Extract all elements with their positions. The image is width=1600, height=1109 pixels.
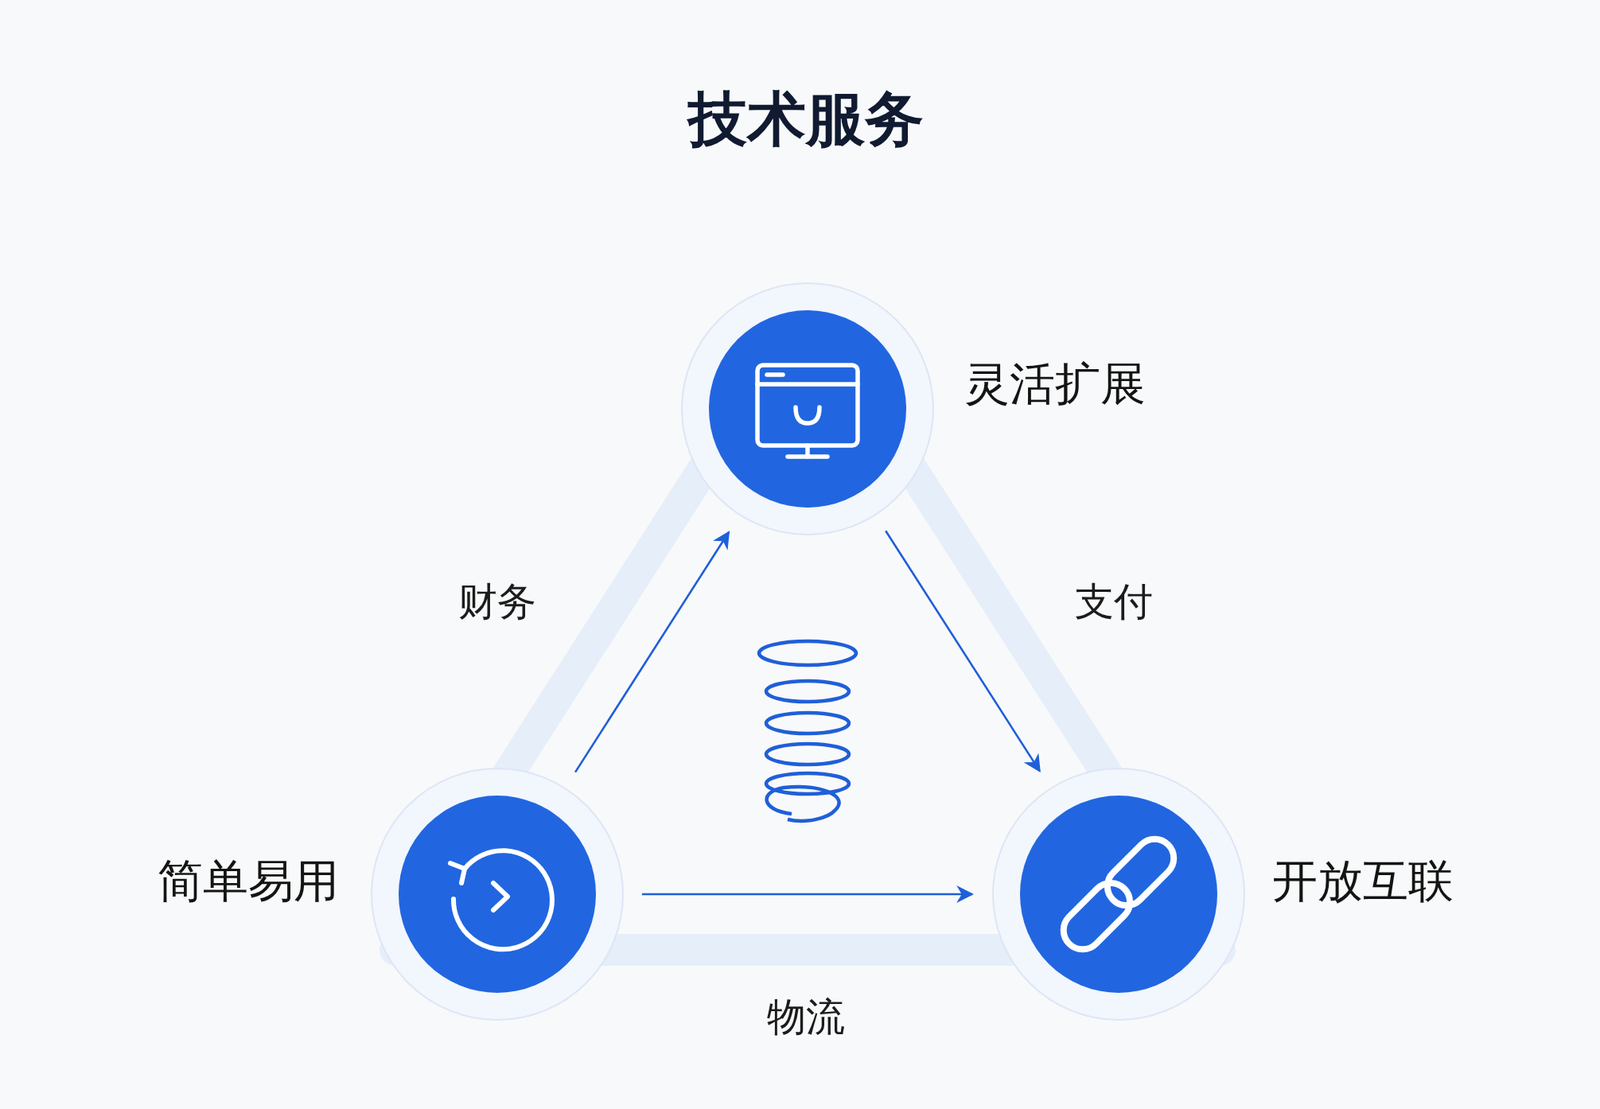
inner-disc: [398, 795, 596, 993]
edge-label: 财务: [458, 580, 537, 624]
spring-end: [766, 786, 840, 822]
diagram-title: 技术服务: [688, 80, 924, 160]
inner-disc: [1019, 795, 1218, 993]
node-label: 简单易用: [157, 856, 339, 907]
node-shape: [680, 281, 935, 537]
node-label: 灵活扩展: [964, 358, 1146, 409]
monitor-bar: [757, 381, 858, 387]
spring-coil: [766, 681, 849, 702]
edge-label: 支付: [1074, 580, 1153, 624]
monitor-dash: [766, 372, 783, 378]
triangle-band: [395, 306, 1220, 950]
flow-arrow: [885, 530, 1040, 771]
spring-coil: [766, 743, 849, 765]
service-node: 灵活扩展: [680, 281, 935, 537]
flow-arrow: [575, 532, 729, 773]
service-node: 简单易用: [369, 766, 625, 1022]
link-icon: [1055, 831, 1182, 958]
spring-symbol: [759, 641, 857, 822]
node-label: 开放互联: [1272, 856, 1454, 907]
inner-disc: [708, 310, 907, 508]
node-shape: [369, 766, 625, 1022]
spring-coil: [759, 641, 857, 666]
refresh-chevron: [493, 883, 508, 911]
spring-coil: [766, 712, 849, 734]
node-shape: [991, 766, 1246, 1022]
outer-ring: [992, 768, 1245, 1020]
monitor-base: [787, 454, 828, 460]
monitor-icon: [757, 365, 858, 457]
service-node: 开放互联: [991, 766, 1246, 1022]
spring-coil: [766, 773, 849, 795]
flow-arrow: [642, 893, 973, 896]
edge-label: 物流: [766, 996, 845, 1040]
monitor-stand: [805, 445, 810, 457]
refresh-icon: [450, 850, 553, 950]
outer-ring: [371, 768, 623, 1020]
refresh-head: [450, 863, 465, 884]
monitor-screen: [757, 365, 858, 446]
link-ring: [1055, 875, 1138, 958]
outer-ring: [681, 283, 934, 535]
refresh-arc: [453, 850, 553, 950]
monitor-smile: [795, 407, 820, 424]
link-ring: [1099, 831, 1182, 914]
